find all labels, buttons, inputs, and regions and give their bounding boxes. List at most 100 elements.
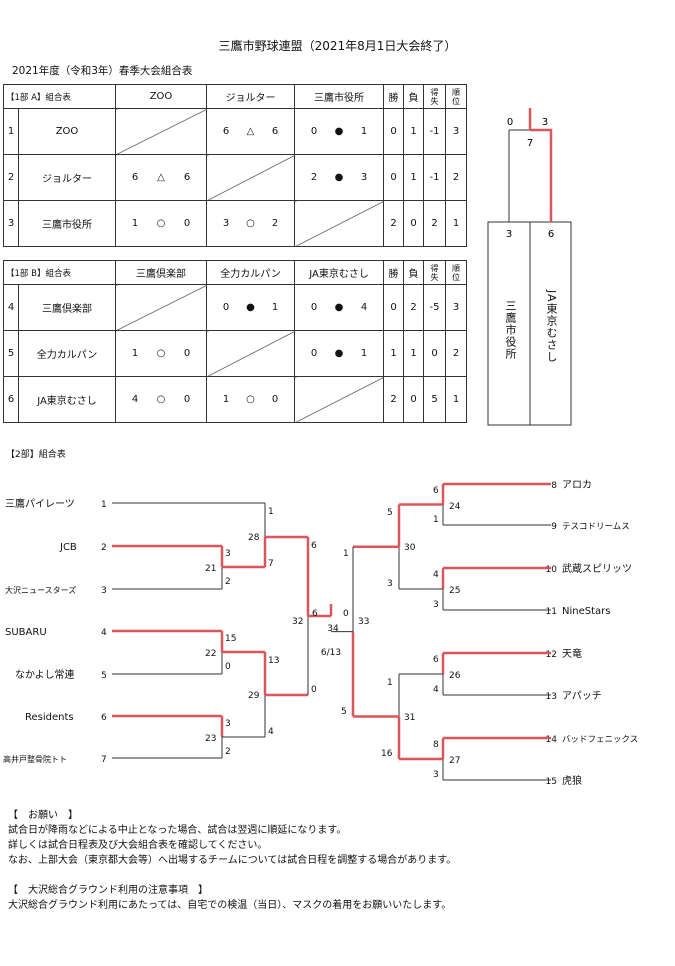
- score: 15: [225, 634, 236, 644]
- result-cell: 2●3: [294, 154, 384, 201]
- self-match-cell: [115, 284, 208, 331]
- score: 7: [268, 559, 274, 569]
- team-number: 7: [101, 755, 107, 765]
- losses: 0: [403, 376, 425, 423]
- score-for: 6: [222, 126, 230, 137]
- score-against: 2: [271, 218, 279, 229]
- result-cell: 1○0: [206, 376, 296, 423]
- result-mark: ●: [334, 348, 344, 359]
- score-against: 6: [271, 126, 279, 137]
- score-against: 1: [360, 348, 368, 359]
- score-for: 0: [310, 126, 318, 137]
- rank: 1: [445, 376, 468, 423]
- score-for: 3: [222, 218, 230, 229]
- final-left-team: 三鷹市役所: [504, 300, 517, 360]
- col-header: 全力カルパン: [206, 260, 296, 285]
- team-number: 8: [551, 481, 557, 491]
- result-cell: 1○0: [115, 330, 208, 377]
- game-number: 33: [358, 617, 369, 627]
- notes-line-1: 試合日が降雨などによる中止となった場合、試合は翌週に順延になります。: [8, 825, 347, 836]
- score: 16: [381, 749, 393, 759]
- team-name: Residents: [25, 712, 74, 723]
- team-number: 6: [101, 713, 107, 723]
- result-mark: △: [246, 126, 255, 137]
- game-number: 25: [449, 586, 460, 596]
- score: 3: [433, 600, 439, 610]
- table-label: 【1部 B】組合表: [2, 260, 117, 285]
- game-number: 32: [292, 617, 303, 627]
- game-number: 28: [248, 533, 260, 543]
- game-number: 21: [205, 564, 216, 574]
- score: 3: [387, 579, 393, 589]
- score: 4: [433, 570, 439, 580]
- team-number: 2: [101, 543, 107, 553]
- score-against: 3: [360, 172, 368, 183]
- game-number: 34: [327, 624, 339, 634]
- score: 2: [225, 577, 231, 587]
- result-mark: ○: [156, 394, 166, 405]
- score: 0: [225, 662, 231, 672]
- score: 6: [433, 486, 439, 496]
- rank: 1: [445, 200, 467, 247]
- score: 4: [268, 727, 274, 737]
- col-header: 三鷹倶楽部: [115, 260, 208, 285]
- final-right-score: 3: [542, 117, 548, 128]
- score: 3: [225, 719, 231, 729]
- team-name: SUBARU: [5, 627, 47, 638]
- team-name: テスコドリームス: [562, 522, 630, 532]
- final-game-no: 7: [527, 138, 533, 149]
- game-number: 27: [449, 756, 460, 766]
- page-subtitle: 2021年度（令和3年）春季大会組合表: [12, 65, 193, 77]
- score-for: 0: [310, 302, 318, 313]
- result-cell: 3 ○ 2: [206, 200, 295, 247]
- final-left-no: 3: [506, 229, 512, 240]
- score: 5: [341, 707, 347, 717]
- result-mark: ○: [246, 218, 255, 229]
- team-name: JA東京むさし: [17, 376, 117, 423]
- col-header: 順位: [445, 260, 468, 285]
- team-number: 1: [101, 500, 107, 510]
- result-mark: △: [157, 172, 165, 183]
- team-number: 5: [101, 671, 107, 681]
- game-number: 31: [404, 713, 415, 723]
- result-cell: 0 ● 1: [294, 330, 385, 377]
- team-number: 3: [101, 586, 107, 596]
- notes-heading-2: 【 大沢総合グラウンド利用の注意事項 】: [8, 885, 208, 896]
- score-for: 0: [310, 348, 318, 359]
- score: 1: [343, 549, 349, 559]
- score-against: 0: [271, 394, 279, 405]
- col-header: ZOO: [115, 84, 207, 109]
- team-name: なかよし常連: [15, 668, 75, 681]
- team-name: 三鷹市役所: [18, 200, 116, 247]
- score-for: 1: [222, 394, 230, 405]
- score: 3: [225, 549, 231, 559]
- team-name: 全力カルパン: [17, 330, 117, 377]
- score: 8: [433, 740, 439, 750]
- team-name: 大沢ニュースターズ: [5, 585, 76, 595]
- team-name: アロカ: [562, 479, 592, 491]
- score: 6: [433, 655, 439, 665]
- game-date: 6/13: [321, 648, 341, 658]
- notes-heading-1: 【 お願い 】: [8, 810, 78, 821]
- score-for: 1: [131, 218, 139, 229]
- team-name: JCB: [59, 542, 77, 553]
- result-mark: ●: [334, 172, 344, 183]
- score-against: 6: [183, 172, 191, 183]
- final-right-no: 6: [548, 229, 554, 240]
- team-name: ジョルター: [18, 154, 116, 201]
- team-number: 9: [551, 522, 557, 532]
- division-1b-table: 【1部 B】組合表 三鷹倶楽部 全力カルパン JA東京むさし 勝 負 得失 順位…: [2, 260, 468, 423]
- score: 3: [433, 770, 439, 780]
- score: 1: [268, 507, 274, 517]
- team-name: ZOO: [18, 108, 116, 155]
- score-against: 4: [360, 302, 368, 313]
- notes-line-3: なお、上部大会（東京都大会等）へ出場するチームについては試合日程を調整する場合が…: [8, 855, 457, 866]
- team-number: 14: [546, 735, 558, 745]
- score-for: 1: [131, 348, 139, 359]
- score: 1: [387, 678, 393, 688]
